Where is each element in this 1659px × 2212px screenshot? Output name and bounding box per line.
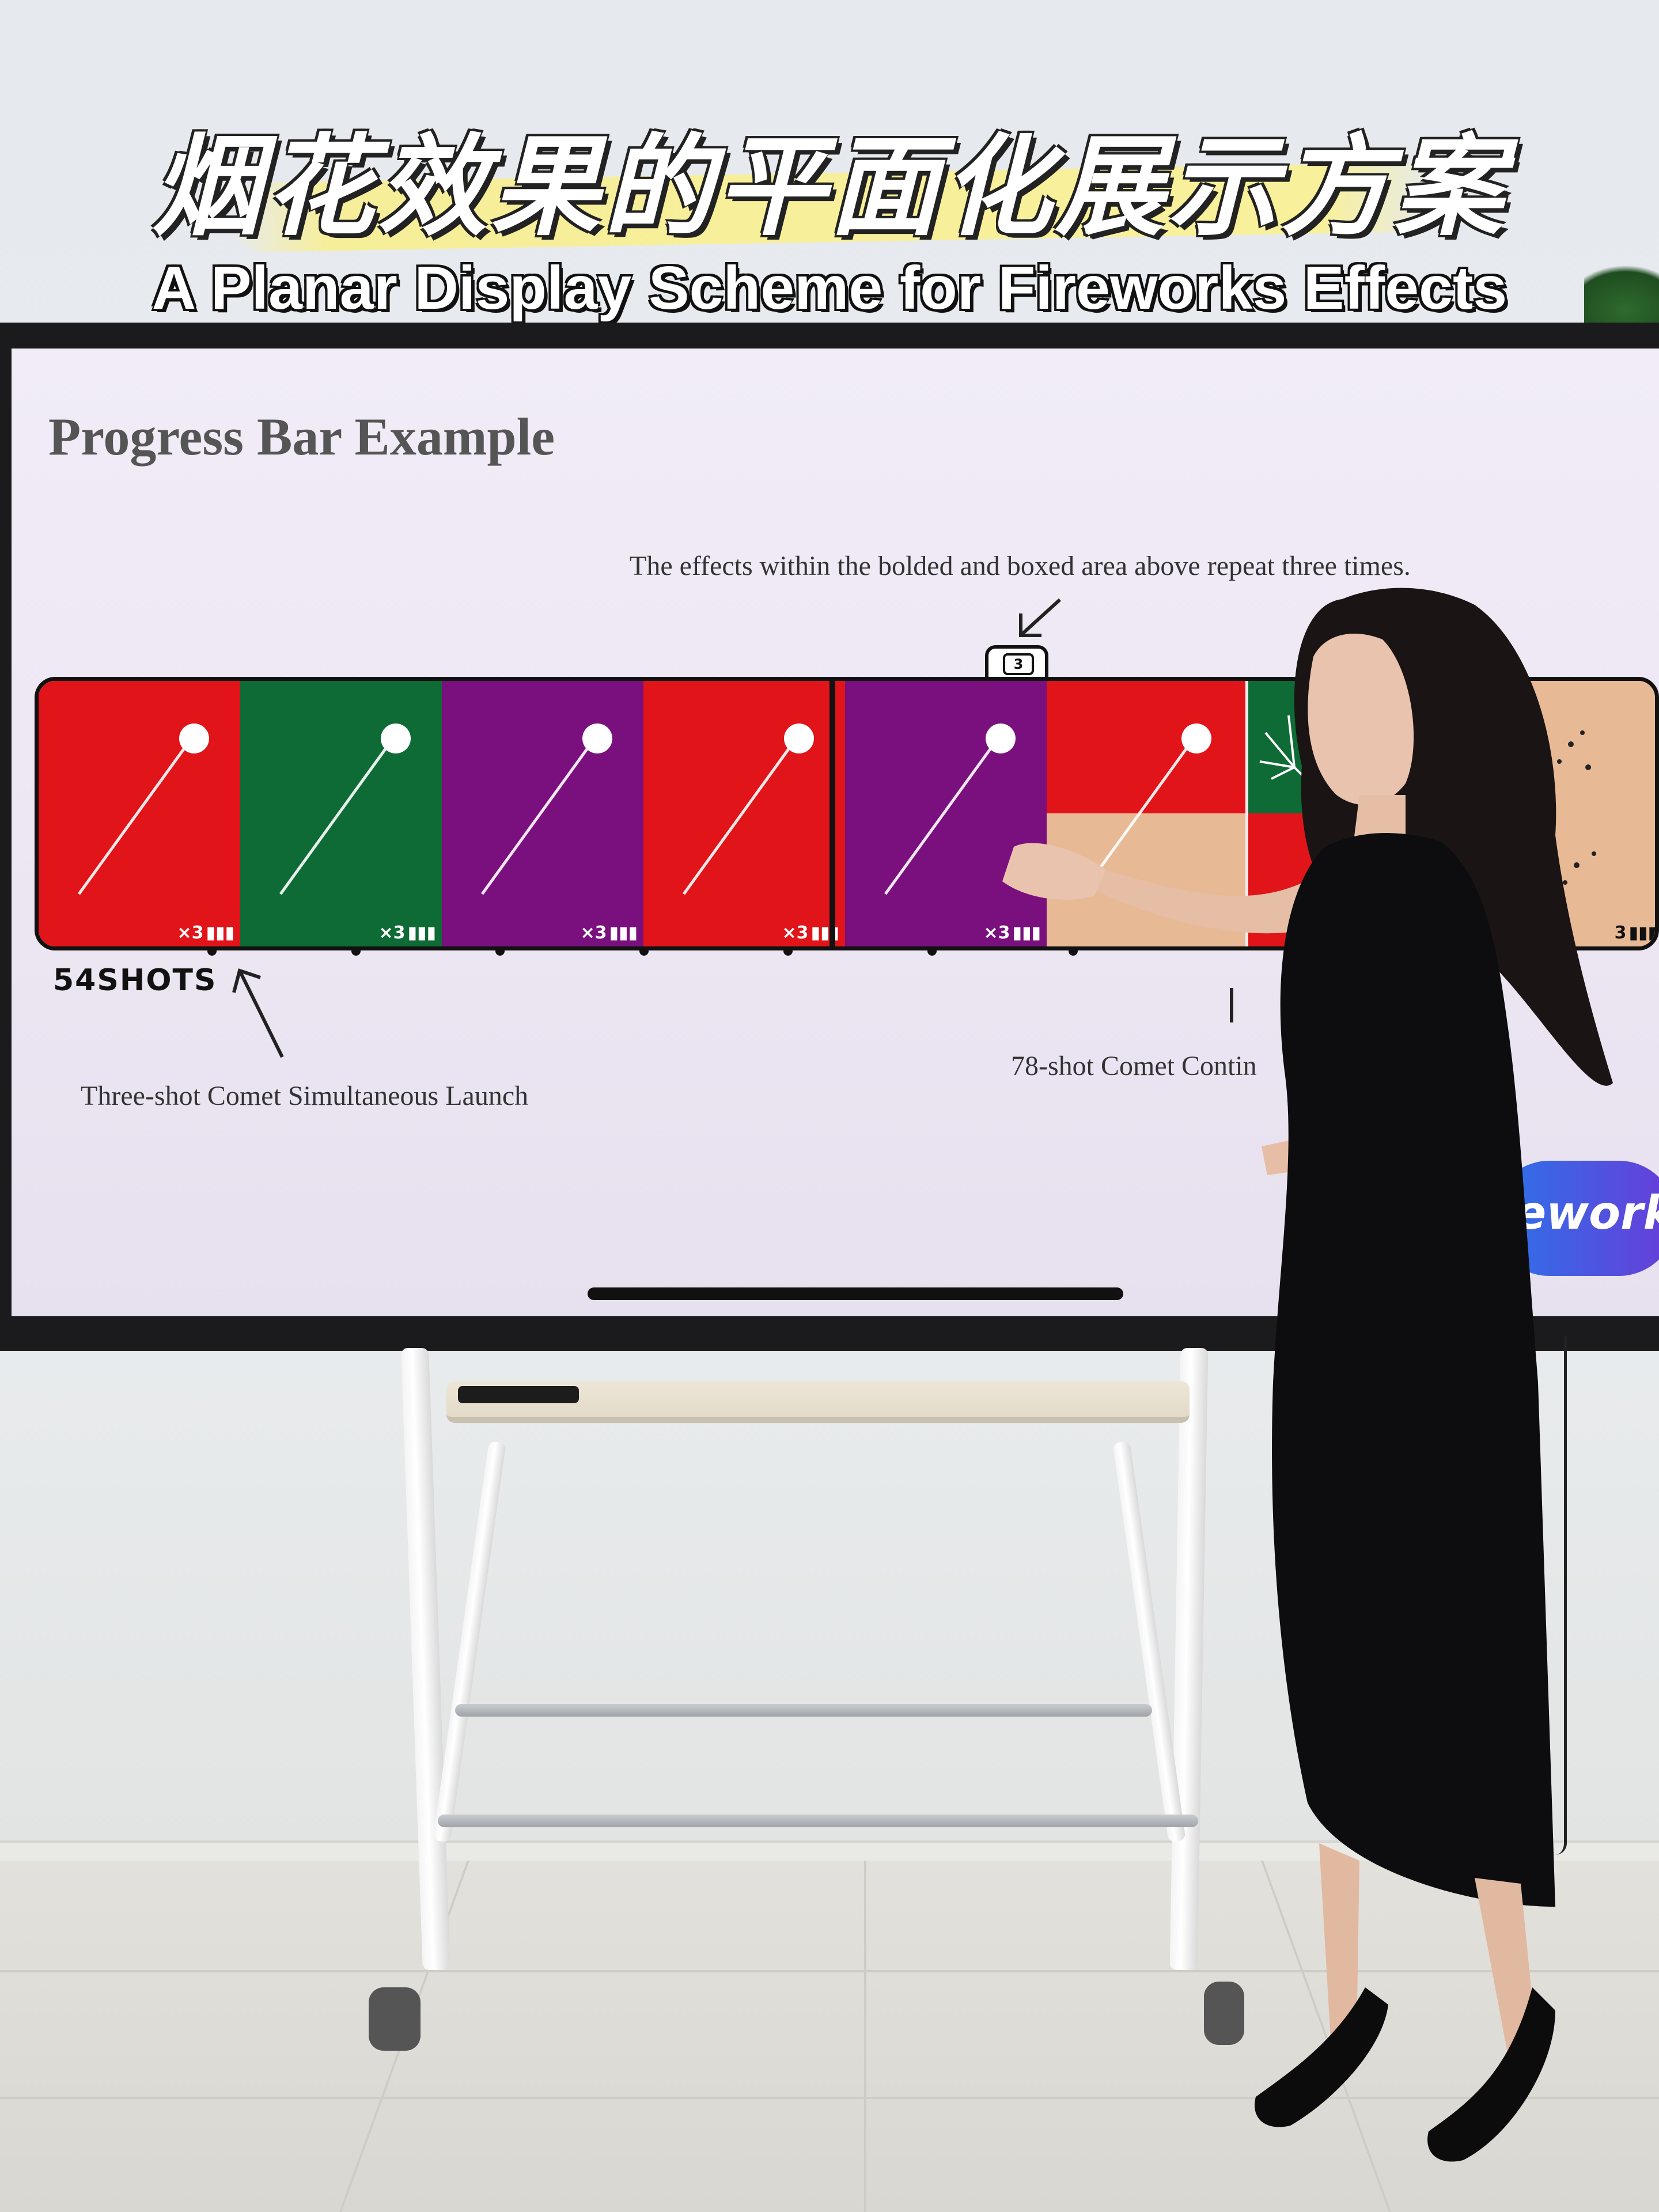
segment-comet-green: ×3▮▮▮ xyxy=(240,681,442,946)
timeline-dot xyxy=(783,946,793,956)
phone-on-shelf xyxy=(458,1386,579,1403)
comet-icon xyxy=(442,681,643,946)
pointing-hand xyxy=(1002,843,1106,900)
tile-floor xyxy=(0,1861,1659,2212)
tick-mark xyxy=(1230,988,1233,1022)
face xyxy=(1308,634,1414,805)
comet-icon xyxy=(643,681,845,946)
arrow-up-icon xyxy=(232,968,284,1058)
timeline-dot xyxy=(207,946,217,956)
floor-grout-line xyxy=(864,1861,866,2212)
headline-title-english: A Planar Display Scheme for Fireworks Ef… xyxy=(151,254,1508,322)
caster-wheel xyxy=(369,1987,421,2051)
boxed-area-divider xyxy=(830,677,835,950)
arrow-icon xyxy=(1019,598,1062,637)
home-indicator xyxy=(588,1287,1123,1300)
headline-title-chinese: 烟花效果的平面化展示方案 xyxy=(151,123,1507,251)
segment-multiplier: ×3▮▮▮ xyxy=(177,923,234,943)
brand-logo-text: ework xyxy=(1515,1186,1659,1240)
segment-multiplier: 3▮▮▮ xyxy=(1614,923,1657,943)
timeline-dot xyxy=(639,946,649,956)
comet-continuous-note: 78-shot Comet Contin xyxy=(1011,1051,1257,1081)
high-heel-shoe xyxy=(1255,1987,1388,2127)
segment-multiplier: ×3▮▮▮ xyxy=(580,923,638,943)
timeline-dot xyxy=(927,946,937,956)
leg xyxy=(1319,1843,1359,2039)
comet-launch-note: Three-shot Comet Simultaneous Launch xyxy=(81,1081,529,1111)
pointing-arm xyxy=(1094,870,1336,934)
slide-title: Progress Bar Example xyxy=(48,407,555,466)
caster-wheel xyxy=(1204,1982,1244,2045)
timeline-dot xyxy=(495,946,505,956)
shot-count: 54SHOTS xyxy=(53,963,217,998)
timeline-dot xyxy=(1069,946,1078,956)
segment-comet-red-1: ×3▮▮▮ xyxy=(39,681,240,946)
segment-comet-purple-1: ×3▮▮▮ xyxy=(442,681,643,946)
segment-multiplier: ×3▮▮▮ xyxy=(378,923,436,943)
leg xyxy=(1475,1878,1538,2062)
stand-rail-lower xyxy=(438,1815,1198,1827)
segment-multiplier: ×3▮▮▮ xyxy=(983,923,1041,943)
segment-comet-purple-2: ×3▮▮▮ xyxy=(845,681,1047,946)
high-heel-shoe xyxy=(1427,1987,1555,2162)
black-dress xyxy=(1272,833,1555,1907)
repeat-count: 3 xyxy=(1003,653,1034,675)
segment-comet-red-2: ×3▮▮▮ xyxy=(643,681,845,946)
comet-icon xyxy=(845,681,1047,946)
timeline-dot xyxy=(351,946,361,956)
floor-grout-line xyxy=(0,2097,1659,2099)
repeat-badge: 3 xyxy=(985,645,1048,681)
comet-icon xyxy=(39,681,240,946)
comet-icon xyxy=(240,681,442,946)
power-cable xyxy=(1555,1336,1567,1855)
floor-grout-line xyxy=(0,1970,1659,1972)
stand-rail-upper xyxy=(455,1704,1152,1717)
repeat-note: The effects within the bolded and boxed … xyxy=(630,551,1411,581)
